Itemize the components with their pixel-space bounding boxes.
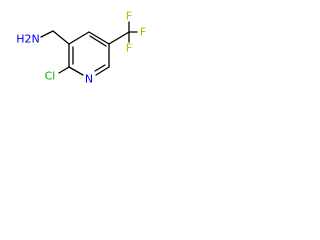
ring-nitrogen-label: N <box>85 73 93 86</box>
bond-c6-n1 <box>95 66 110 76</box>
bond-c4-c5 <box>88 31 110 45</box>
fluorine-top-label: F <box>126 10 132 23</box>
bond-methylene-c3 <box>52 30 70 45</box>
fluorine-right-label: F <box>140 26 146 39</box>
bond-c4-c5-double <box>89 35 107 47</box>
bond-c5-cf3 <box>108 31 130 45</box>
bond-c2-chlorine <box>58 66 70 74</box>
chlorine-label: Cl <box>45 70 56 83</box>
molecule-structure: H2N Cl N F F F <box>16 10 146 86</box>
fluorine-bottom-label: F <box>126 42 132 55</box>
bond-c3-c4 <box>68 31 90 45</box>
amine-label: H2N <box>16 33 40 46</box>
bonds <box>40 21 138 76</box>
bond-n1-c2 <box>68 66 84 76</box>
bond-c6-n1-double <box>94 64 106 72</box>
bond-amine-methylene <box>40 30 54 38</box>
